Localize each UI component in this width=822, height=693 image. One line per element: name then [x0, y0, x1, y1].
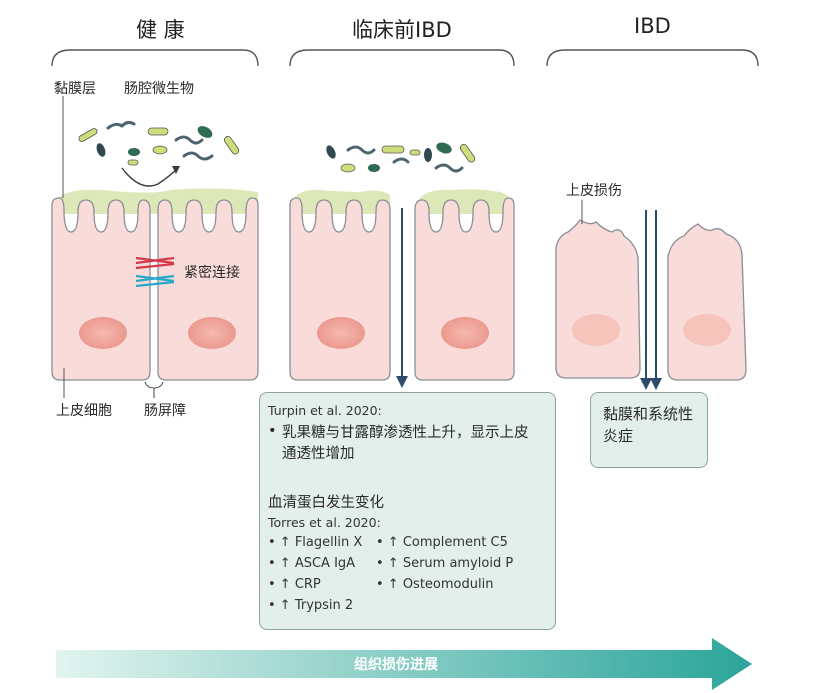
nucleus	[188, 317, 236, 349]
epithelial-cell-preclinical-right	[414, 197, 515, 381]
stage-title-ibd: IBD	[634, 14, 671, 38]
marker-item: • ↑ Complement C5	[376, 535, 508, 550]
label-epithelial-cells: 上皮细胞	[56, 403, 112, 419]
bracket-healthy	[51, 49, 259, 67]
bracket-ibd	[546, 49, 759, 67]
nucleus	[317, 317, 365, 349]
stage-title-healthy: 健 康	[136, 18, 185, 42]
damaged-cell-ibd-right	[667, 223, 747, 381]
deflect-arrow-icon	[121, 167, 179, 187]
inflammation-arrows-icon	[640, 210, 662, 390]
marker-item: • ↑ Flagellin X	[268, 535, 363, 550]
ref-turpin: Turpin et al. 2020:	[268, 403, 382, 418]
progress-arrow-icon	[56, 638, 752, 690]
permeability-finding: 乳果糖与甘露醇渗透性上升，显示上皮通透性增加	[282, 425, 529, 462]
nucleus	[572, 314, 620, 346]
label-gut-microbes: 肠腔微生物	[124, 81, 194, 97]
damaged-cell-ibd-left	[555, 219, 641, 379]
mucus-layer-preclinical-right	[415, 189, 514, 214]
label-tight-junction: 紧密连接	[184, 265, 240, 281]
stage-brackets	[51, 49, 759, 67]
progress-label: 组织损伤进展	[354, 657, 438, 673]
markers-left-list: • ↑ Flagellin X • ↑ ASCA IgA • ↑ CRP • ↑…	[268, 535, 362, 619]
bullet-marker: •	[268, 423, 277, 439]
preclinical-info-box: Turpin et al. 2020: • 乳果糖与甘露醇渗透性上升，显示上皮通…	[259, 392, 556, 630]
marker-item: • ↑ CRP	[268, 577, 321, 592]
label-mucus-layer: 黏膜层	[54, 81, 96, 97]
serum-protein-heading: 血清蛋白发生变化	[268, 495, 384, 511]
label-epithelial-damage: 上皮损伤	[566, 183, 622, 199]
nucleus	[441, 317, 489, 349]
gut-barrier-bracket	[144, 381, 164, 398]
mucus-layer-preclinical-left	[290, 189, 390, 214]
marker-item: • ↑ Serum amyloid P	[376, 556, 514, 571]
nucleus	[683, 314, 731, 346]
ibd-info-box: 黏膜和系统性炎症	[590, 392, 708, 468]
markers-right-list: • ↑ Complement C5 • ↑ Serum amyloid P • …	[376, 535, 513, 598]
epithelial-cell-healthy-left	[51, 197, 151, 381]
epithelial-cell-healthy-right	[157, 197, 259, 381]
label-gut-barrier: 肠屏障	[144, 403, 186, 419]
marker-item: • ↑ ASCA IgA	[268, 556, 356, 571]
ref-torres: Torres et al. 2020:	[268, 515, 381, 530]
inflammation-text: 黏膜和系统性炎症	[603, 405, 694, 445]
microbes-healthy	[78, 120, 240, 166]
microbes-preclinical	[326, 142, 476, 173]
marker-item: • ↑ Osteomodulin	[376, 577, 494, 592]
marker-item: • ↑ Trypsin 2	[268, 598, 354, 613]
epithelial-cell-preclinical-left	[289, 197, 391, 381]
bracket-preclinical	[289, 49, 515, 67]
mucus-layer-healthy	[52, 188, 258, 214]
nucleus	[79, 317, 127, 349]
permeability-arrow-icon	[396, 208, 408, 388]
tight-junction-icon	[135, 256, 175, 288]
stage-title-preclinical: 临床前IBD	[352, 18, 452, 42]
